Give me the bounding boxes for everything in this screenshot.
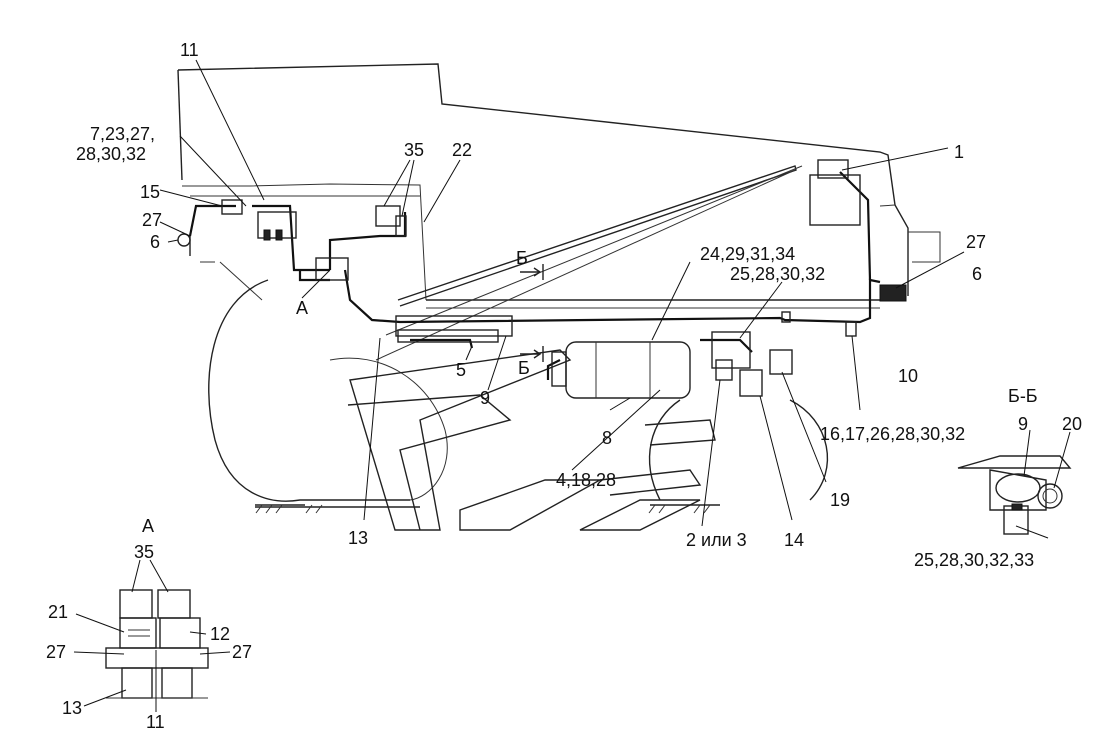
label-27-detail-right: 27 — [232, 642, 252, 662]
filter-top — [809, 159, 907, 302]
valve-top — [375, 205, 407, 237]
front-wheel — [208, 279, 448, 502]
label-24-29-31-34: 24,29,31,34 — [700, 244, 795, 264]
label-13-detail: 13 — [62, 698, 82, 718]
leader-lines — [73, 59, 1071, 712]
label-9-bb: 9 — [1018, 414, 1028, 434]
frame-diagonals — [200, 165, 803, 361]
label-22: 22 — [452, 140, 472, 160]
label-7-23-27: 7,23,27, — [90, 124, 155, 144]
label-14: 14 — [784, 530, 804, 550]
label-25-28-30-32-a: 25,28,30,32 — [730, 264, 825, 284]
label-8: 8 — [602, 428, 612, 448]
valve-block-left — [221, 199, 349, 281]
label-b-b: Б-Б — [1008, 386, 1038, 406]
chevron-stripes — [347, 349, 716, 531]
label-a-detail: А — [142, 516, 154, 536]
label-12: 12 — [210, 624, 230, 644]
label-35-top: 35 — [404, 140, 424, 160]
label-4-18-28: 4,18,28 — [556, 470, 616, 490]
left-fitting-6 — [177, 233, 191, 256]
label-28-30-32-a: 28,30,32 — [76, 144, 146, 164]
label-6-right: 6 — [972, 264, 982, 284]
label-5: 5 — [456, 360, 466, 380]
label-27-detail-left: 27 — [46, 642, 66, 662]
label-13: 13 — [348, 528, 368, 548]
label-25-28-30-32-33: 25,28,30,32,33 — [914, 550, 1034, 570]
label-10: 10 — [898, 366, 918, 386]
detail-b-b — [957, 455, 1072, 535]
label-19: 19 — [830, 490, 850, 510]
label-11-top: 11 — [180, 40, 199, 60]
rear-wheel — [648, 399, 829, 501]
label-6-left: 6 — [150, 232, 160, 252]
receiver-tank — [551, 341, 691, 399]
label-20: 20 — [1062, 414, 1082, 434]
label-16-17-26: 16,17,26,28,30,32 — [820, 424, 965, 444]
detail-a — [105, 589, 209, 699]
label-b-top: Б — [516, 248, 528, 268]
cab-outline — [177, 63, 941, 309]
ground-line — [255, 504, 720, 514]
label-15: 15 — [140, 182, 160, 202]
callout-labels: 11 7,23,27, 28,30,32 35 22 1 15 27 6 Б 2… — [46, 40, 1082, 732]
label-1: 1 — [954, 142, 964, 162]
label-21: 21 — [48, 602, 68, 622]
pressure-regulator — [711, 311, 857, 397]
label-11-detail: 11 — [146, 712, 165, 732]
label-b-mid: Б — [518, 358, 530, 378]
label-2-ili-3: 2 или 3 — [686, 530, 747, 550]
label-27-right: 27 — [966, 232, 986, 252]
section-arrows — [520, 264, 544, 362]
label-a-main: А — [296, 298, 308, 318]
label-27-left: 27 — [142, 210, 162, 230]
cooler-tube — [395, 315, 513, 343]
label-35-detail: 35 — [134, 542, 154, 562]
label-9: 9 — [480, 388, 490, 408]
